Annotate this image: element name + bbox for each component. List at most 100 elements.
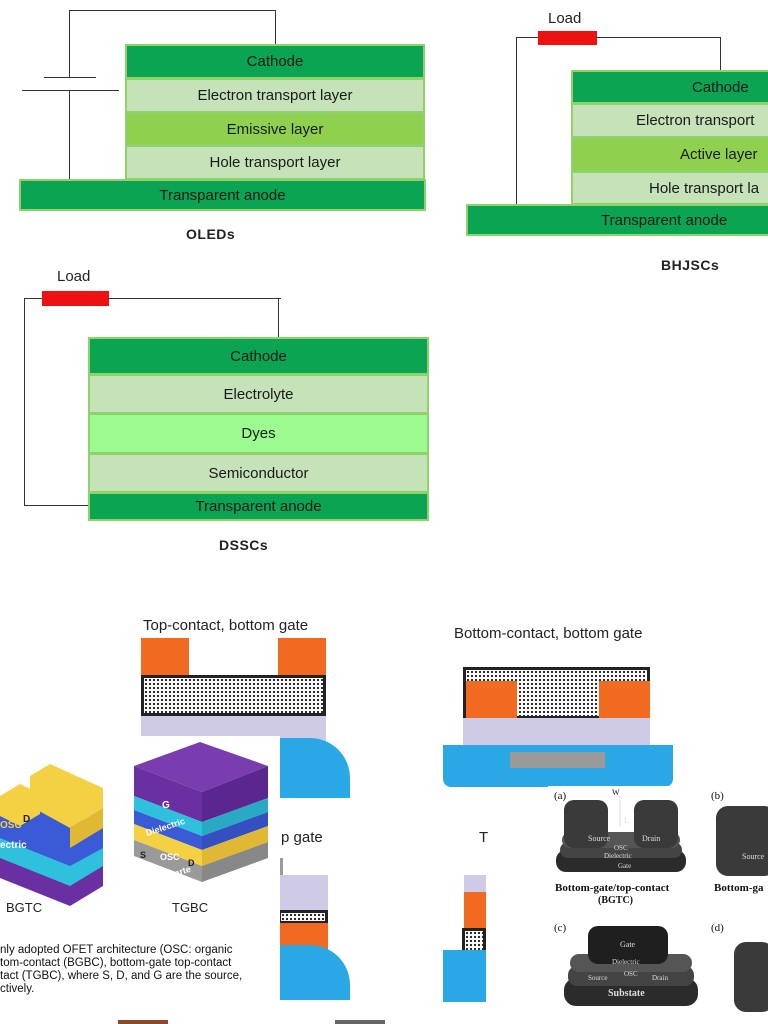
bw-c-osc-label: OSC [624,970,638,978]
bhjsc-wire-top-right [596,37,721,38]
tgbc-d-label: D [188,858,195,868]
ofet-3d-svg [0,742,268,906]
bw-b-source-label: Source [742,852,765,861]
tcbg-source-contact [141,638,189,676]
bw-label-b: (b) [711,790,724,802]
bgtc-caption: BGTC [6,900,43,915]
bw-d-stack [734,942,768,1012]
bgtc-d-label: D [23,814,31,825]
oled-layer-cathode: Cathode [125,44,425,79]
oled-layer-anode: Transparent anode [19,179,426,211]
bgtc-dielectric-label: ectric [0,840,27,851]
tcbg-title: Top-contact, bottom gate [143,617,309,634]
tg-semiconductor-strip [278,910,328,924]
tg-substrate [278,945,350,1000]
bhjsc-load-label: Load [548,10,582,27]
bhjsc-layer-cathode: Cathode [571,70,768,104]
bcbg-source-contact [466,681,517,718]
bw-osc-label: OSC [614,844,628,852]
tg-partial-title: p gate [281,829,323,846]
bcbg-drain-contact [599,681,650,718]
bw-label-l: L [624,816,629,825]
bhjsc-layer-htl: Hole transport la [571,171,768,205]
bw-gate-label: Gate [618,862,632,870]
bw-label-c: (c) [554,922,567,934]
tg-dielectric [278,875,328,910]
bw-c-dielectric-label: Dielectric [612,958,640,966]
dssc-wire-top-right [108,298,281,299]
bottom-stray-bar-left [118,1020,168,1024]
ofet-3d-caption-line-2: tom-contact (BGBC), bottom-gate top-cont… [0,957,232,969]
bw-source-label: Source [588,834,611,843]
tg2-dielectric [464,875,486,893]
ofet-3d-caption-line-1: nly adopted OFET architecture (OSC: orga… [0,944,233,956]
dssc-layer-electrolyte: Electrolyte [88,374,429,414]
bgtc-osc-label: OSC [0,820,22,831]
bgtc-cube [0,764,103,906]
oled-wire-top [69,10,276,11]
dssc-load-label: Load [57,268,91,285]
tcbg-semiconductor [141,675,326,716]
oled-wire-left-upper [69,10,70,78]
oled-wire-right [275,10,276,44]
bw-bg-partial: Bottom-ga [714,882,764,894]
dssc-load-resistor [42,291,109,306]
ofet-3d-caption-line-4: ctively. [0,983,35,995]
dssc-wire-top-left [24,298,43,299]
oled-battery-long-plate [22,90,119,91]
bhjsc-layer-active: Active layer [571,137,768,172]
bw-b-stack [716,806,768,876]
dssc-layer-anode: Transparent anode [88,492,429,521]
bw-bgtc-line1: Bottom-gate/top-contact [555,882,670,894]
bw-label-a: (a) [554,790,567,802]
bw-label-w: W [612,788,620,797]
bhjsc-wire-top-left [516,37,539,38]
tgbc-osc-label: OSC [160,852,180,862]
tgbc-cube [134,742,268,882]
tg2-substrate [443,950,486,1002]
tcbg-drain-contact [278,638,326,676]
bw-a-stack [556,796,686,872]
ofet-bw-svg [556,796,768,1012]
bw-drain-label: Drain [642,834,661,843]
dssc-layer-cathode: Cathode [88,337,429,375]
bottom-stray-bar-right [335,1020,385,1024]
oled-wire-left-lower [69,90,70,180]
tgbc-g-label: G [162,800,170,811]
dssc-wire-right [278,298,279,338]
dssc-wire-left [24,298,25,505]
bhjsc-caption: BHJSCs [661,257,720,273]
oled-battery-short-plate [44,77,96,78]
bhjsc-load-resistor [538,31,597,45]
bhjsc-wire-left [516,37,517,205]
bhjsc-layer-etl: Electron transport [571,103,768,138]
bhjsc-wire-right [720,37,721,70]
ofet-3d-caption-line-3: tact (TGBC), where S, D, and G are the s… [0,970,243,982]
bcbg-gate [510,752,605,768]
dssc-caption: DSSCs [219,537,269,553]
tg2-contact [464,892,486,929]
tgbc-caption: TGBC [172,900,209,915]
ofet-3d-figure: OSC D ectric G Dielectric S OSC D Substa… [0,736,280,1024]
dssc-layer-semiconductor: Semiconductor [88,453,429,493]
bw-c-stack [564,926,698,1006]
tg-partial-title-2: T [479,829,489,846]
bw-c-gate-label: Gate [620,940,636,949]
oled-layer-emissive: Emissive layer [125,112,425,146]
oled-caption: OLEDs [186,226,236,242]
tgbc-s-label: S [140,850,147,860]
bw-label-d: (d) [711,922,724,934]
bw-c-source-label: Source [588,974,608,982]
bw-dielectric-label: Dielectric [604,852,632,860]
bw-c-substrate-label: Substate [608,988,645,999]
dssc-wire-bottom [24,505,89,506]
bhjsc-layer-anode: Transparent anode [466,204,768,236]
bcbg-title: Bottom-contact, bottom gate [454,625,643,642]
oled-layer-etl: Electron transport layer [125,78,425,113]
bw-bgtc-line2: (BGTC) [598,895,633,906]
bw-c-drain-label: Drain [652,974,668,982]
dssc-layer-dyes: Dyes [88,413,429,454]
oled-layer-htl: Hole transport layer [125,145,425,180]
tg-gate-stub [278,858,283,876]
ofet-bw-figure: (a) W L (b) Source Drain OSC Dielectric … [548,786,768,1024]
